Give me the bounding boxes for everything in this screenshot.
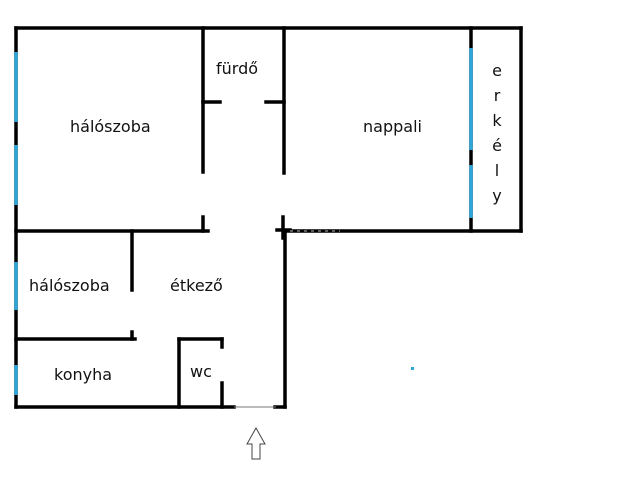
room-label-kitchen: konyha [54, 365, 113, 384]
balcony-letter: r [493, 86, 501, 105]
room-label-wc: wc [190, 362, 212, 381]
balcony-letter: l [494, 161, 500, 180]
room-label-dining: étkező [170, 276, 223, 295]
room-label-bedroom-2: hálószoba [29, 276, 110, 295]
balcony-letter: e [492, 61, 502, 80]
windows [14, 48, 473, 395]
room-label-living-room: nappali [363, 117, 422, 136]
blue-dot [411, 367, 414, 370]
walls [14, 26, 523, 409]
balcony-letter: é [492, 136, 502, 155]
balcony-letter: y [492, 186, 502, 205]
entrance-arrow-icon [246, 426, 266, 460]
balcony-letter: k [492, 111, 502, 130]
room-label-balcony: e r k é l y [488, 58, 506, 208]
room-label-bathroom: fürdő [216, 59, 259, 78]
room-label-bedroom-1: hálószoba [70, 117, 151, 136]
